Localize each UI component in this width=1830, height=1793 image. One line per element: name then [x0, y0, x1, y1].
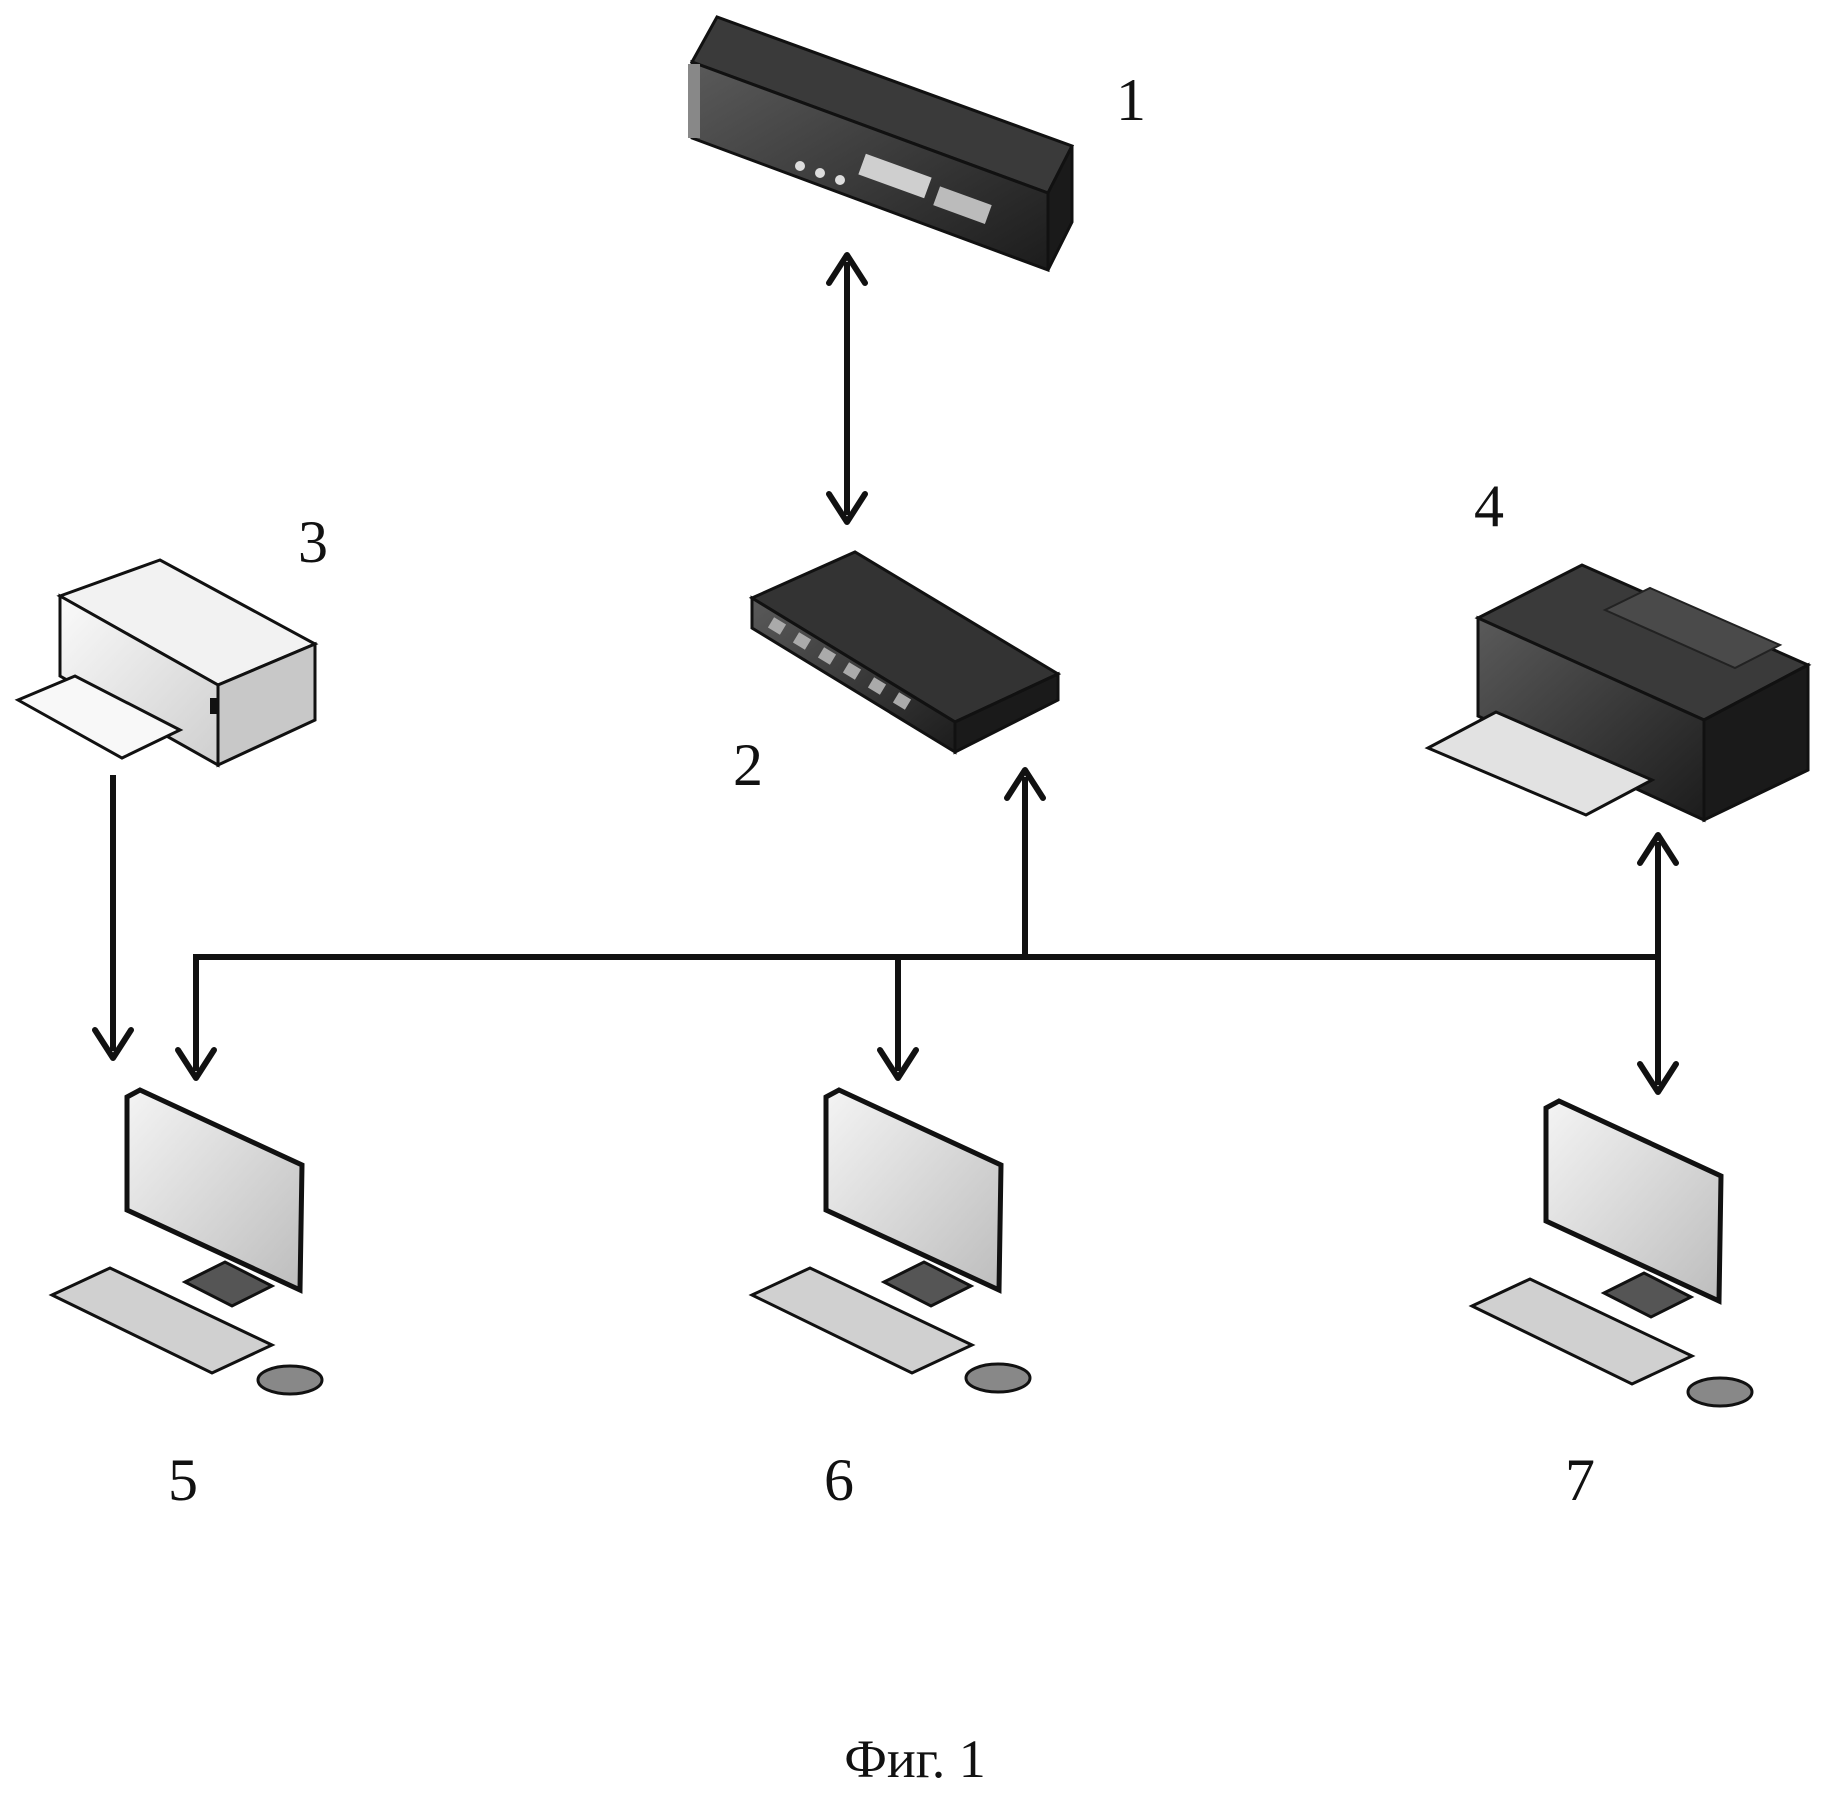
connection-lines — [110, 262, 1661, 1085]
node-label-5: 5 — [168, 1447, 198, 1513]
network-switch-icon — [748, 550, 1062, 755]
node-label-7: 7 — [1565, 1447, 1595, 1513]
node-label-3: 3 — [298, 509, 328, 575]
desktop-computer-icon — [48, 1087, 324, 1396]
arrowheads — [92, 252, 1679, 1095]
node-label-1: 1 — [1116, 67, 1146, 133]
figure-caption: Фиг. 1 — [844, 1729, 986, 1789]
node-label-2: 2 — [733, 732, 763, 798]
printer-dark-icon — [1424, 563, 1812, 823]
desktop-computer-icon — [748, 1087, 1032, 1394]
node-label-4: 4 — [1474, 473, 1504, 539]
desktop-computer-icon — [1468, 1098, 1754, 1408]
node-label-6: 6 — [824, 1447, 854, 1513]
server-rack-icon — [688, 15, 1075, 273]
printer-light-icon — [14, 558, 319, 768]
